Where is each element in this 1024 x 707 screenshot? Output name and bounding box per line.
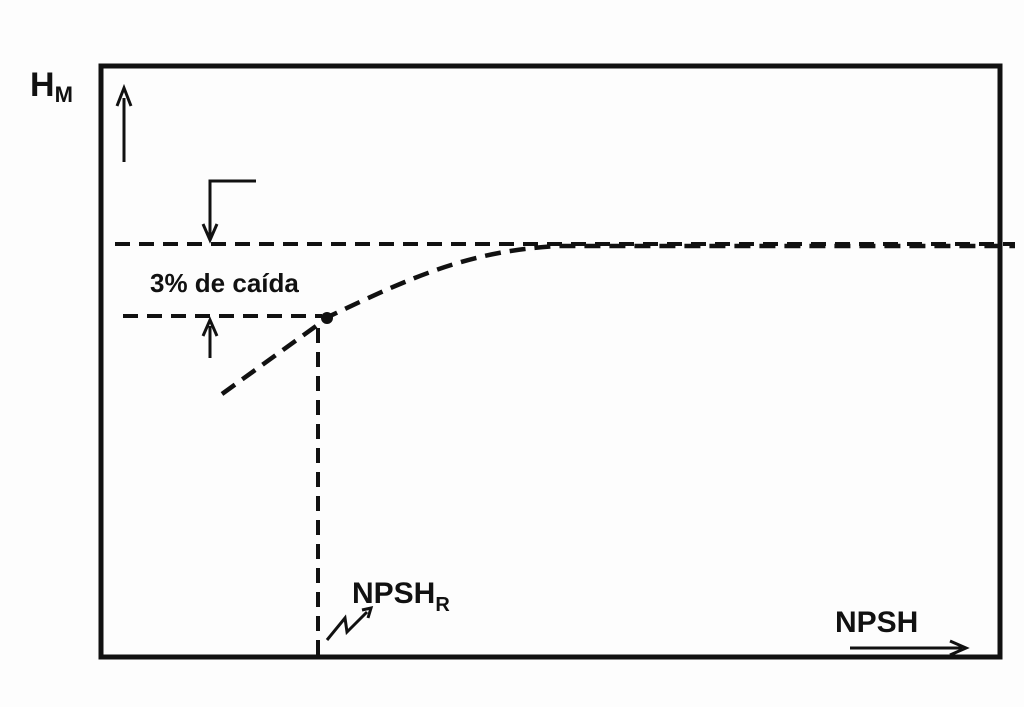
head-curve [220, 243, 1015, 396]
down-arrow-icon [201, 179, 256, 244]
y-axis-label: HM [30, 66, 73, 107]
y-axis-arrow-icon [115, 83, 133, 162]
npshr-point [321, 312, 333, 324]
x-axis-label: NPSH [835, 606, 918, 639]
npshr-label: NPSHR [352, 577, 450, 616]
plot-frame [98, 63, 1003, 660]
x-axis-arrow-icon [850, 639, 970, 657]
up-arrow-icon [201, 316, 219, 358]
drop-annotation-label: 3% de caída [150, 268, 299, 298]
npshr-pointer-icon [325, 605, 374, 641]
